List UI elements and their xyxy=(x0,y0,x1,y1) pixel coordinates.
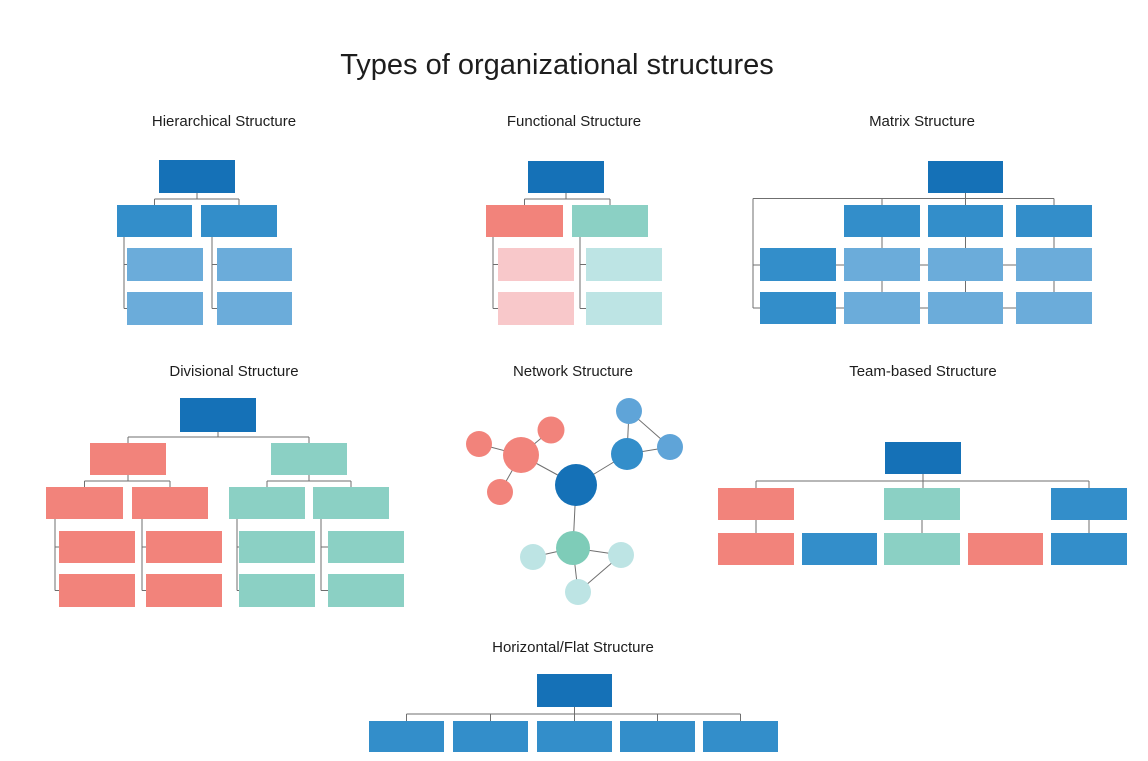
root-box xyxy=(180,398,256,432)
panel-title-matrix: Matrix Structure xyxy=(869,113,975,130)
network-satellite-node xyxy=(466,431,492,457)
team-box xyxy=(968,533,1043,565)
hierarchical-connectors xyxy=(123,193,240,309)
org-box xyxy=(217,292,292,325)
column-head-box xyxy=(844,205,920,237)
org-box xyxy=(117,205,192,237)
divisional-connectors xyxy=(54,432,352,591)
row-head-box xyxy=(760,248,836,281)
team-lead-box xyxy=(718,488,794,520)
root-box xyxy=(928,161,1003,193)
team-based-connectors xyxy=(755,474,1090,533)
org-box xyxy=(127,248,203,281)
org-box xyxy=(703,721,778,752)
org-box xyxy=(217,248,292,281)
network-satellite-node xyxy=(565,579,591,605)
network-satellite-node xyxy=(537,416,565,444)
network-center-node xyxy=(555,464,597,506)
panel-title-team: Team-based Structure xyxy=(849,363,997,380)
network-satellite-node xyxy=(616,398,642,424)
flat-connectors xyxy=(406,707,741,721)
network-satellite-node xyxy=(520,544,546,570)
org-box xyxy=(328,531,404,563)
network-hub-node xyxy=(556,531,590,565)
org-box xyxy=(46,487,123,519)
network-edges xyxy=(478,410,671,593)
org-box xyxy=(537,721,612,752)
org-box xyxy=(132,487,208,519)
figure-title: Types of organizational structures xyxy=(340,49,774,82)
panel-title-network: Network Structure xyxy=(512,363,634,380)
team-box xyxy=(802,533,877,565)
network-satellite-node xyxy=(608,542,634,568)
org-box xyxy=(239,531,315,563)
org-box xyxy=(486,205,563,237)
network-hub-node xyxy=(503,437,539,473)
panel-title-divisional: Divisional Structure xyxy=(169,363,299,380)
org-box xyxy=(572,205,648,237)
row-head-box xyxy=(760,292,836,324)
network-satellite-node xyxy=(487,479,513,505)
panel-title-flat: Horizontal/Flat Structure xyxy=(492,639,654,656)
org-box xyxy=(498,248,574,281)
grid-box xyxy=(928,248,1003,281)
grid-box xyxy=(1016,248,1092,281)
grid-box xyxy=(928,292,1003,324)
network-satellite-node xyxy=(657,434,683,460)
grid-box xyxy=(1016,292,1092,324)
grid-box xyxy=(844,292,920,324)
org-box xyxy=(59,574,135,607)
org-box xyxy=(146,574,222,607)
functional-connectors xyxy=(492,193,611,309)
org-box xyxy=(313,487,389,519)
grid-box xyxy=(844,248,920,281)
org-box xyxy=(453,721,528,752)
root-box xyxy=(528,161,604,193)
org-box xyxy=(586,248,662,281)
org-box xyxy=(146,531,222,563)
team-lead-box xyxy=(1051,488,1127,520)
column-head-box xyxy=(1016,205,1092,237)
division-box xyxy=(90,443,166,475)
org-box xyxy=(498,292,574,325)
column-head-box xyxy=(928,205,1003,237)
panel-title-hierarchical: Hierarchical Structure xyxy=(151,113,297,130)
org-box xyxy=(229,487,305,519)
root-box xyxy=(885,442,961,474)
org-box xyxy=(239,574,315,607)
team-box xyxy=(718,533,794,565)
panel-title-functional: Functional Structure xyxy=(506,113,642,130)
org-box xyxy=(369,721,444,752)
team-box xyxy=(1051,533,1127,565)
org-box xyxy=(620,721,695,752)
division-box xyxy=(271,443,347,475)
matrix-connectors xyxy=(752,193,1055,309)
team-box xyxy=(884,533,960,565)
root-box xyxy=(537,674,612,707)
org-box xyxy=(59,531,135,563)
root-box xyxy=(159,160,235,193)
team-lead-box xyxy=(884,488,960,520)
network-hub-node xyxy=(611,438,643,470)
org-box xyxy=(127,292,203,325)
org-box xyxy=(328,574,404,607)
org-box xyxy=(586,292,662,325)
org-box xyxy=(201,205,277,237)
